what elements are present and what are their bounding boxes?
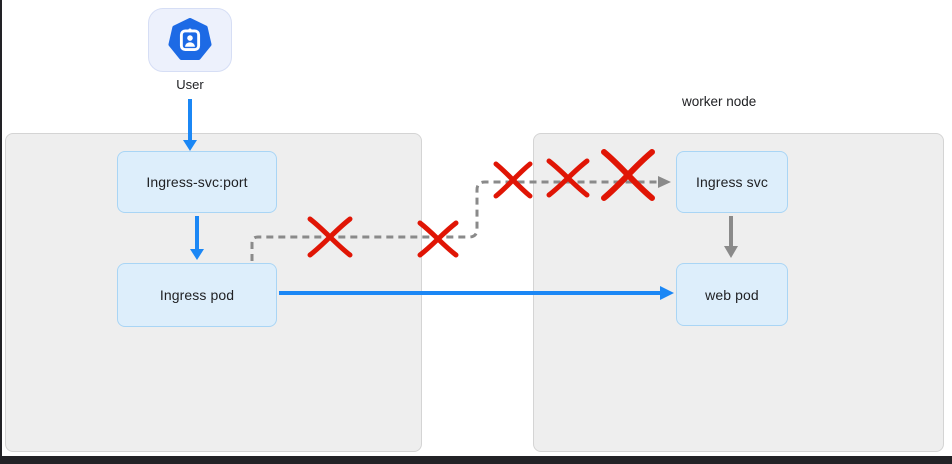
ingress-pod-label: Ingress pod — [159, 287, 235, 303]
worker-node-label: worker node — [682, 94, 757, 109]
ingress-svc-box: Ingress svc — [676, 151, 788, 213]
ingress-pod-box: Ingress pod — [117, 263, 277, 327]
red-x-mark — [417, 220, 459, 258]
user-badge-icon — [168, 17, 212, 61]
window-left-edge — [0, 0, 2, 464]
person-head — [187, 35, 193, 41]
red-x-mark — [493, 161, 533, 199]
user-label: User — [176, 77, 204, 92]
ingress-svc-port-box: Ingress-svc:port — [117, 151, 277, 213]
window-bottom-edge — [0, 456, 952, 464]
person-shoulders — [185, 42, 195, 47]
web-pod-box: web pod — [676, 263, 788, 326]
ingress-svc-label: Ingress svc — [696, 174, 768, 190]
web-pod-label: web pod — [705, 286, 759, 303]
red-x-mark — [493, 161, 533, 199]
badge-clip — [188, 28, 192, 33]
ingress-svc-port-label: Ingress-svc:port — [146, 174, 248, 190]
red-x-mark — [417, 220, 459, 258]
user-icon — [148, 8, 232, 72]
